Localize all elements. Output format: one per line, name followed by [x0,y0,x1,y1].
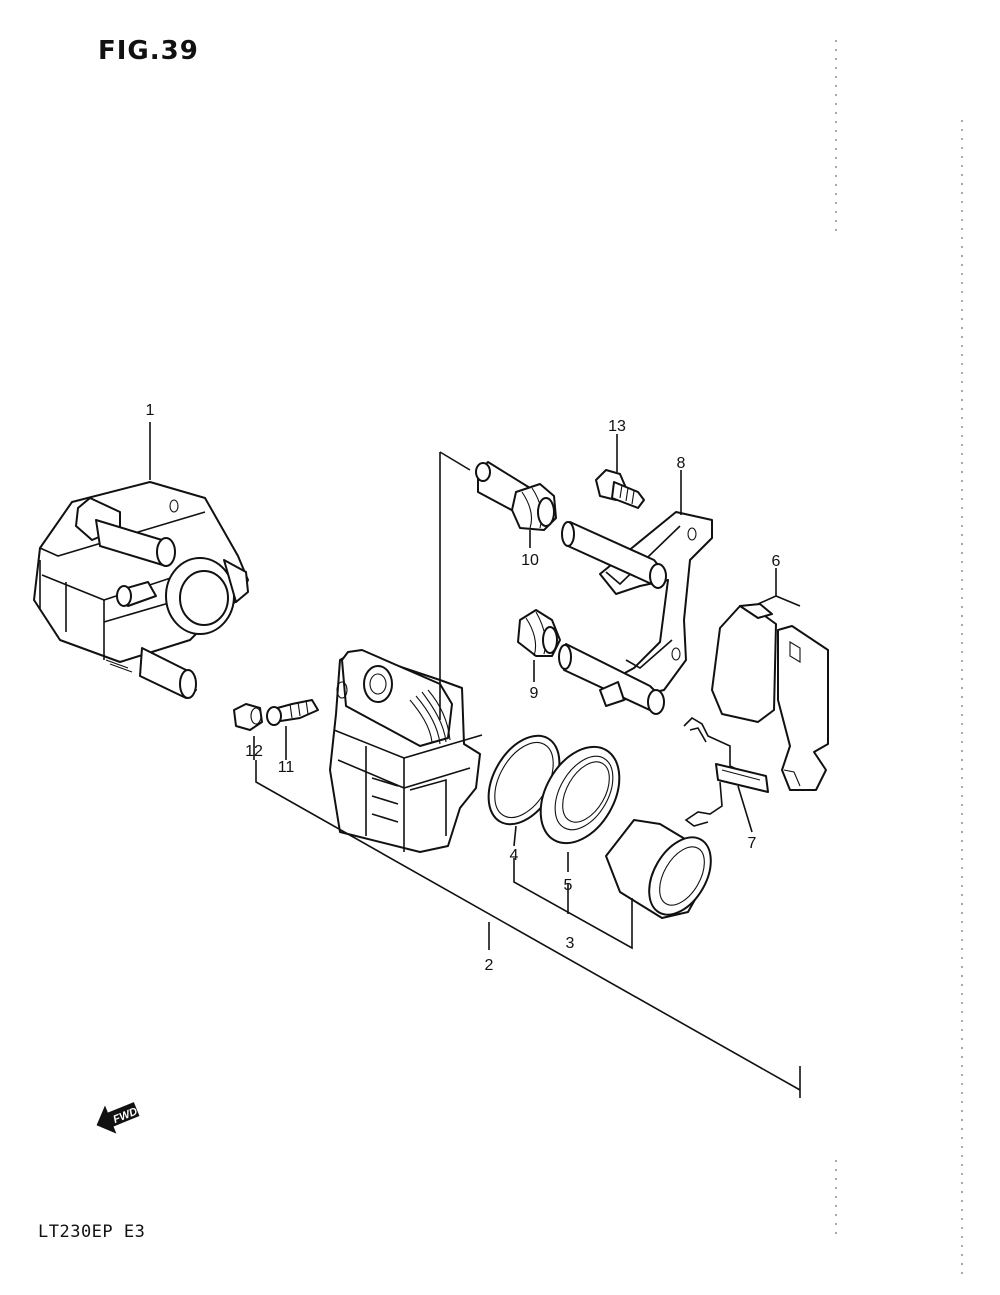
fwd-arrow-icon: FWD [96,1102,140,1134]
fwd-label: FWD [112,1106,140,1127]
callout-12: 12 [245,743,263,760]
callout-7: 7 [748,835,757,852]
model-label: LT230EP E3 [38,1222,146,1242]
leader-lines [149,422,801,1098]
pad-spring [683,716,769,827]
callout-9: 9 [530,685,539,702]
callout-3: 3 [566,935,575,952]
caliper-bracket [558,511,713,715]
callout-2: 2 [485,957,494,974]
callout-5: 5 [564,877,573,894]
callout-4: 4 [510,847,519,864]
brake-pad-set [711,603,829,791]
boot [517,609,561,657]
dust-seal [539,745,621,845]
sleeve-pin-with-boot [475,461,557,531]
bolt [595,469,645,509]
callout-6: 6 [772,553,781,570]
bleeder-screw [266,699,319,726]
figure-title: FIG.39 [98,36,199,66]
callout-11: 11 [278,759,295,776]
piston [605,819,712,919]
callout-13: 13 [608,418,626,435]
caliper-assembly [33,481,249,699]
callout-10: 10 [521,552,539,569]
bleeder-cap [233,703,263,731]
callout-1: 1 [146,402,155,419]
callout-8: 8 [677,455,686,472]
caliper-body [329,649,483,853]
